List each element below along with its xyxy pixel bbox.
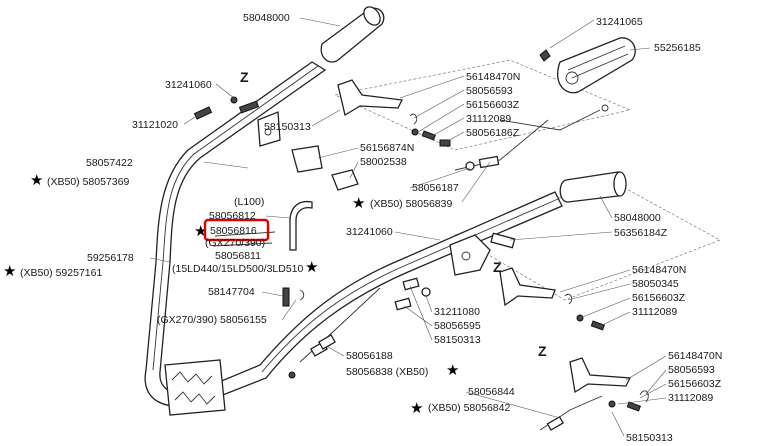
highlighted-part-box	[203, 218, 270, 242]
callout-label[interactable]: 31241060	[346, 226, 393, 238]
callout-label[interactable]: 31112089	[632, 306, 677, 318]
throttle-bracket	[257, 111, 359, 191]
callout-label[interactable]: 56356184Z	[614, 227, 668, 239]
upper-lever	[337, 79, 436, 141]
callout-label[interactable]: 55256185	[654, 42, 701, 54]
callout-label[interactable]: (XB50) 58056842	[428, 402, 510, 414]
callout-label[interactable]: 58057422	[86, 157, 133, 169]
callout-label[interactable]: (L100)	[234, 196, 264, 208]
twist-grip	[539, 37, 636, 94]
callout-label[interactable]: 56148470N	[466, 71, 520, 83]
callout-label[interactable]: 31121020	[132, 119, 178, 131]
callout-label[interactable]: (GX270/390)	[205, 237, 265, 249]
callout-label[interactable]: 56148470N	[632, 264, 686, 276]
callout-label[interactable]: 56156874N	[360, 142, 414, 154]
callout-label[interactable]: 58147704	[208, 286, 255, 298]
callout-label[interactable]: 58056812	[209, 210, 256, 222]
callout-label[interactable]: 31241060	[165, 79, 212, 91]
callout-label[interactable]: 59256178	[87, 252, 134, 264]
z-marker-middle: Z	[493, 259, 502, 275]
callout-label[interactable]: 58056593	[466, 85, 513, 97]
callout-label[interactable]: 56148470N	[668, 350, 722, 362]
callout-label[interactable]: 58150313	[264, 121, 311, 133]
lower-lever-assembly	[539, 357, 649, 431]
callout-label[interactable]: 58056593	[668, 364, 715, 376]
z-marker-upper: Z	[240, 69, 249, 85]
star-marker-58056838: ★	[446, 362, 459, 379]
callout-label[interactable]: 58150313	[434, 334, 481, 346]
star-marker-58057369: ★	[30, 172, 43, 189]
callout-label[interactable]: 58056188	[346, 350, 393, 362]
callout-label[interactable]: 58048000	[243, 12, 290, 24]
star-marker-59257161: ★	[3, 263, 16, 280]
callout-label[interactable]: (15LD440/15LD500/3LD510	[172, 263, 304, 275]
star-marker-3ld510: ★	[305, 259, 318, 276]
callout-label[interactable]: 58050345	[632, 278, 679, 290]
handlebar-frame	[144, 61, 563, 407]
callout-label[interactable]: (XB50) 58056839	[370, 198, 452, 210]
callout-label[interactable]: 56156603Z	[466, 99, 520, 111]
part-number-labels: 58048000 31241065 55256185 31241060 3112…	[20, 12, 722, 444]
callout-label[interactable]: 56156603Z	[632, 292, 686, 304]
star-marker-58056842: ★	[410, 400, 423, 417]
callout-label[interactable]: 58150313	[626, 432, 673, 444]
callout-label[interactable]: 56156603Z	[668, 378, 722, 390]
callout-label[interactable]: 31241065	[596, 16, 643, 28]
callout-label[interactable]: (XB50) 58057369	[47, 176, 129, 188]
callout-label[interactable]: 58056811	[215, 250, 261, 262]
callout-label[interactable]: 58056595	[434, 320, 481, 332]
callout-label[interactable]: 31211080	[434, 306, 480, 318]
star-marker-58056839: ★	[352, 195, 365, 212]
upper-grip	[320, 6, 385, 63]
callout-label[interactable]: 58002538	[360, 156, 407, 168]
lower-bracket	[164, 359, 226, 416]
callout-label[interactable]: 58048000	[614, 212, 661, 224]
callout-label[interactable]: 58056816	[210, 225, 257, 237]
callout-label[interactable]: 58056838 (XB50)	[346, 366, 428, 378]
leader-lines	[149, 17, 667, 437]
callout-label[interactable]: 31112089	[466, 113, 511, 125]
callout-label[interactable]: (GX270/390) 58056155	[157, 314, 267, 326]
z-marker-lower: Z	[538, 343, 547, 359]
callout-label[interactable]: 58056186Z	[466, 127, 520, 139]
middle-lever-assembly	[288, 232, 605, 379]
small-hardware	[193, 96, 609, 307]
right-grip	[559, 171, 627, 203]
callout-label[interactable]: 58056187	[412, 182, 459, 194]
callout-label[interactable]: (XB50) 59257161	[20, 267, 102, 279]
callout-label[interactable]: 58056844	[468, 386, 515, 398]
callout-label[interactable]: 31112089	[668, 392, 713, 404]
